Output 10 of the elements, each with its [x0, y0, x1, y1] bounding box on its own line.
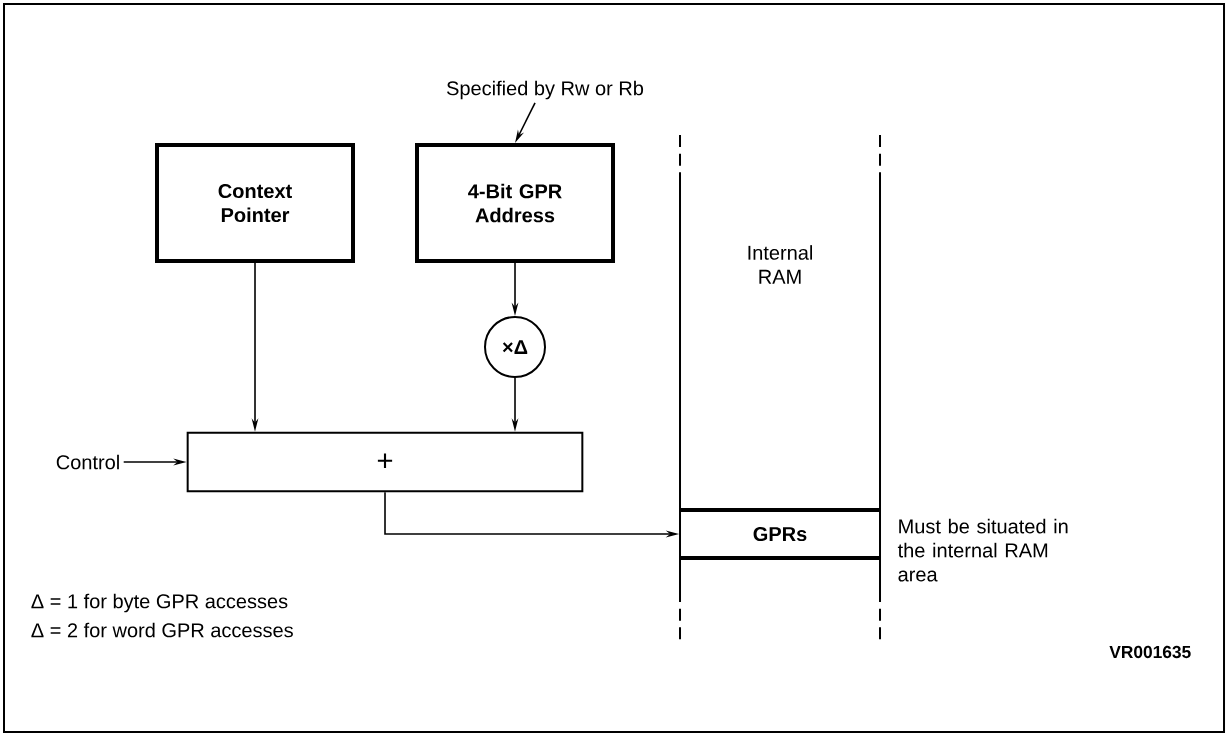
- legend-text: Δ = 2 for word GPR accesses: [31, 622, 293, 638]
- adder-box: +: [186, 431, 584, 493]
- note-text: Must be situated in the internal RAM area: [897, 518, 1068, 582]
- annotation-text: Control: [56, 454, 119, 470]
- register-band: GPRs: [680, 508, 880, 560]
- figure-id: VR001635: [1109, 645, 1191, 659]
- annotation-text: Specified by Rw or Rb: [446, 80, 644, 100]
- legend-text: Δ = 1 for byte GPR accesses: [31, 593, 288, 613]
- register-box: Context Pointer: [155, 143, 355, 263]
- register-box: 4-Bit GPR Address: [415, 143, 615, 263]
